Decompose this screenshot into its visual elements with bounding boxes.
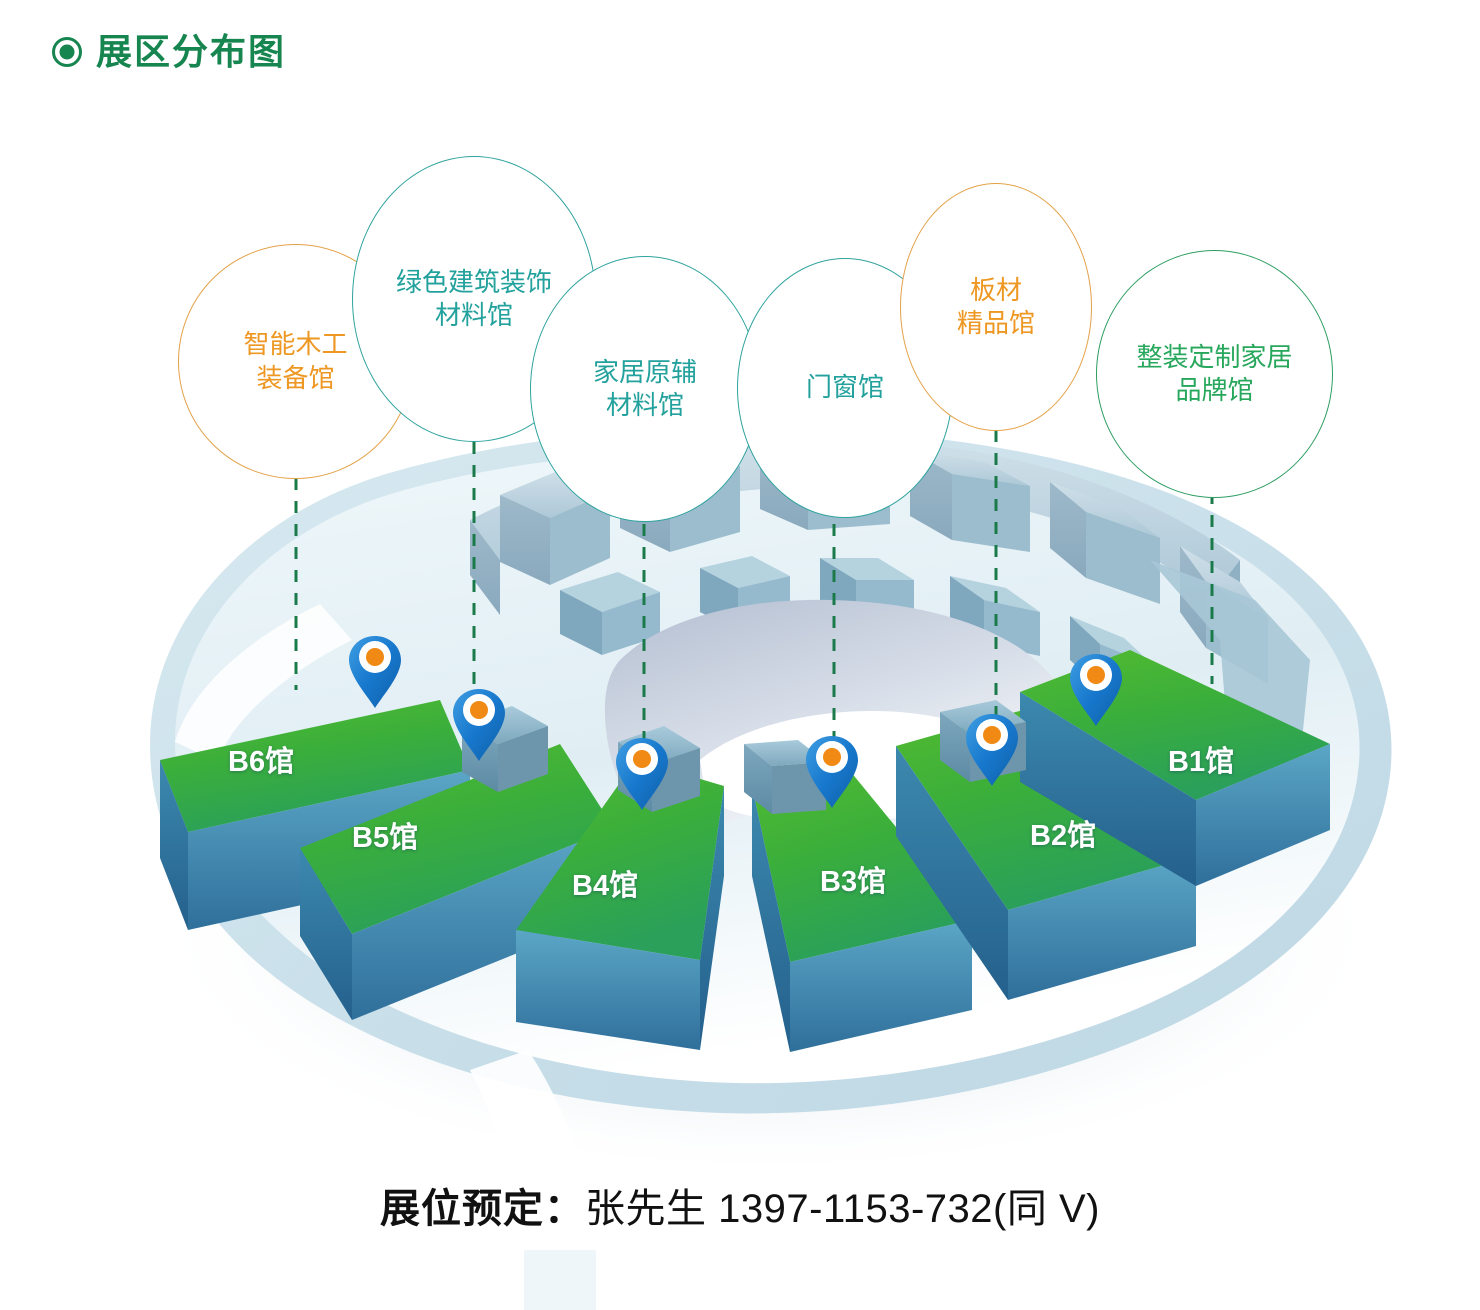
zone-label-line-2: 材料馆 — [605, 390, 684, 420]
hall-block-b5 — [300, 744, 614, 1020]
zone-bubble-b1[interactable]: 整装定制家居 品牌馆 — [1096, 250, 1333, 498]
map-pin-group — [349, 636, 1122, 810]
pin-b4 — [616, 738, 668, 810]
pin-b2 — [966, 714, 1018, 786]
zone-label-line-2: 精品馆 — [956, 308, 1035, 338]
leader-line-group — [294, 430, 1214, 778]
booking-label: 展位预定： — [380, 1187, 586, 1231]
zone-label-line-1: 门窗馆 — [805, 372, 884, 403]
booking-contact: 张先生 1397-1153-732(同 V) — [585, 1187, 1100, 1231]
zone-label-line-1: 智能木工 — [243, 329, 348, 360]
zone-bubble-b5[interactable]: 绿色建筑装饰 材料馆 — [352, 156, 596, 442]
booking-info: 展位预定：张先生 1397-1153-732(同 V) — [0, 1176, 1480, 1234]
pin-b1 — [1070, 654, 1122, 726]
zone-bubble-b4[interactable]: 家居原辅 材料馆 — [530, 256, 760, 522]
circle-dot-icon — [52, 37, 82, 67]
pin-b5 — [453, 689, 505, 761]
zone-label-line-1: 绿色建筑装饰 — [395, 266, 552, 297]
zone-bubble-b2[interactable]: 板材 精品馆 — [900, 183, 1092, 431]
hall-block-b4 — [516, 760, 724, 1050]
zone-label-line-2: 材料馆 — [434, 300, 513, 330]
zone-label-line-1: 整装定制家居 — [1136, 341, 1293, 372]
page-title: 展区分布图 — [52, 34, 286, 70]
hall-block-b3 — [752, 766, 972, 1052]
zone-label-line-2: 品牌馆 — [1175, 375, 1254, 405]
zone-label-line-2: 装备馆 — [256, 362, 335, 393]
zone-label-line-1: 板材 — [969, 274, 1022, 305]
pin-b6 — [349, 636, 401, 708]
page-title-text: 展区分布图 — [96, 31, 287, 72]
zone-label-line-1: 家居原辅 — [592, 356, 697, 387]
pin-b3 — [806, 736, 858, 808]
